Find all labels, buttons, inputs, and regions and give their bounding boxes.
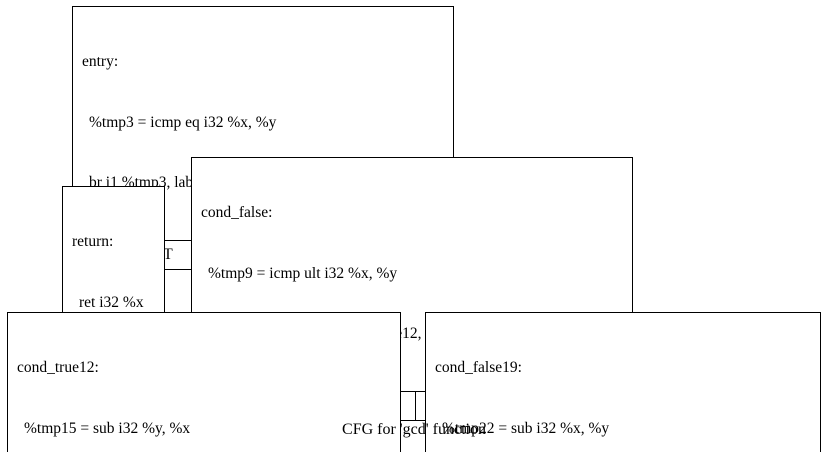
node-cond-true12-line-0: %tmp15 = sub i32 %y, %x [24,419,191,437]
node-cond-false19-line-0: %tmp22 = sub i32 %x, %y [442,419,610,437]
diagram-caption: CFG for 'gcd' function [342,421,486,438]
node-cond-true12[interactable]: cond_true12: %tmp15 = sub i32 %y, %x %tm… [7,312,401,452]
node-cond-false19[interactable]: cond_false19: %tmp22 = sub i32 %x, %y %t… [425,312,821,452]
node-entry-label: entry: [82,53,119,71]
node-cond-false19-label: cond_false19: [435,359,522,377]
node-cond-false19-body: cond_false19: %tmp22 = sub i32 %x, %y %t… [426,313,820,452]
node-return-label: return: [72,233,114,251]
node-cond-false-label: cond_false: [201,204,273,222]
node-entry-line-0: %tmp3 = icmp eq i32 %x, %y [89,113,277,131]
node-return-body: return: ret i32 %x [63,187,164,359]
node-return-line-0: ret i32 %x [79,293,144,311]
node-cond-true12-body: cond_true12: %tmp15 = sub i32 %y, %x %tm… [8,313,400,452]
node-entry-port-true[interactable]: T [163,245,173,263]
node-cond-false-line-0: %tmp9 = icmp ult i32 %x, %y [208,264,398,282]
node-cond-true12-label: cond_true12: [17,359,99,377]
